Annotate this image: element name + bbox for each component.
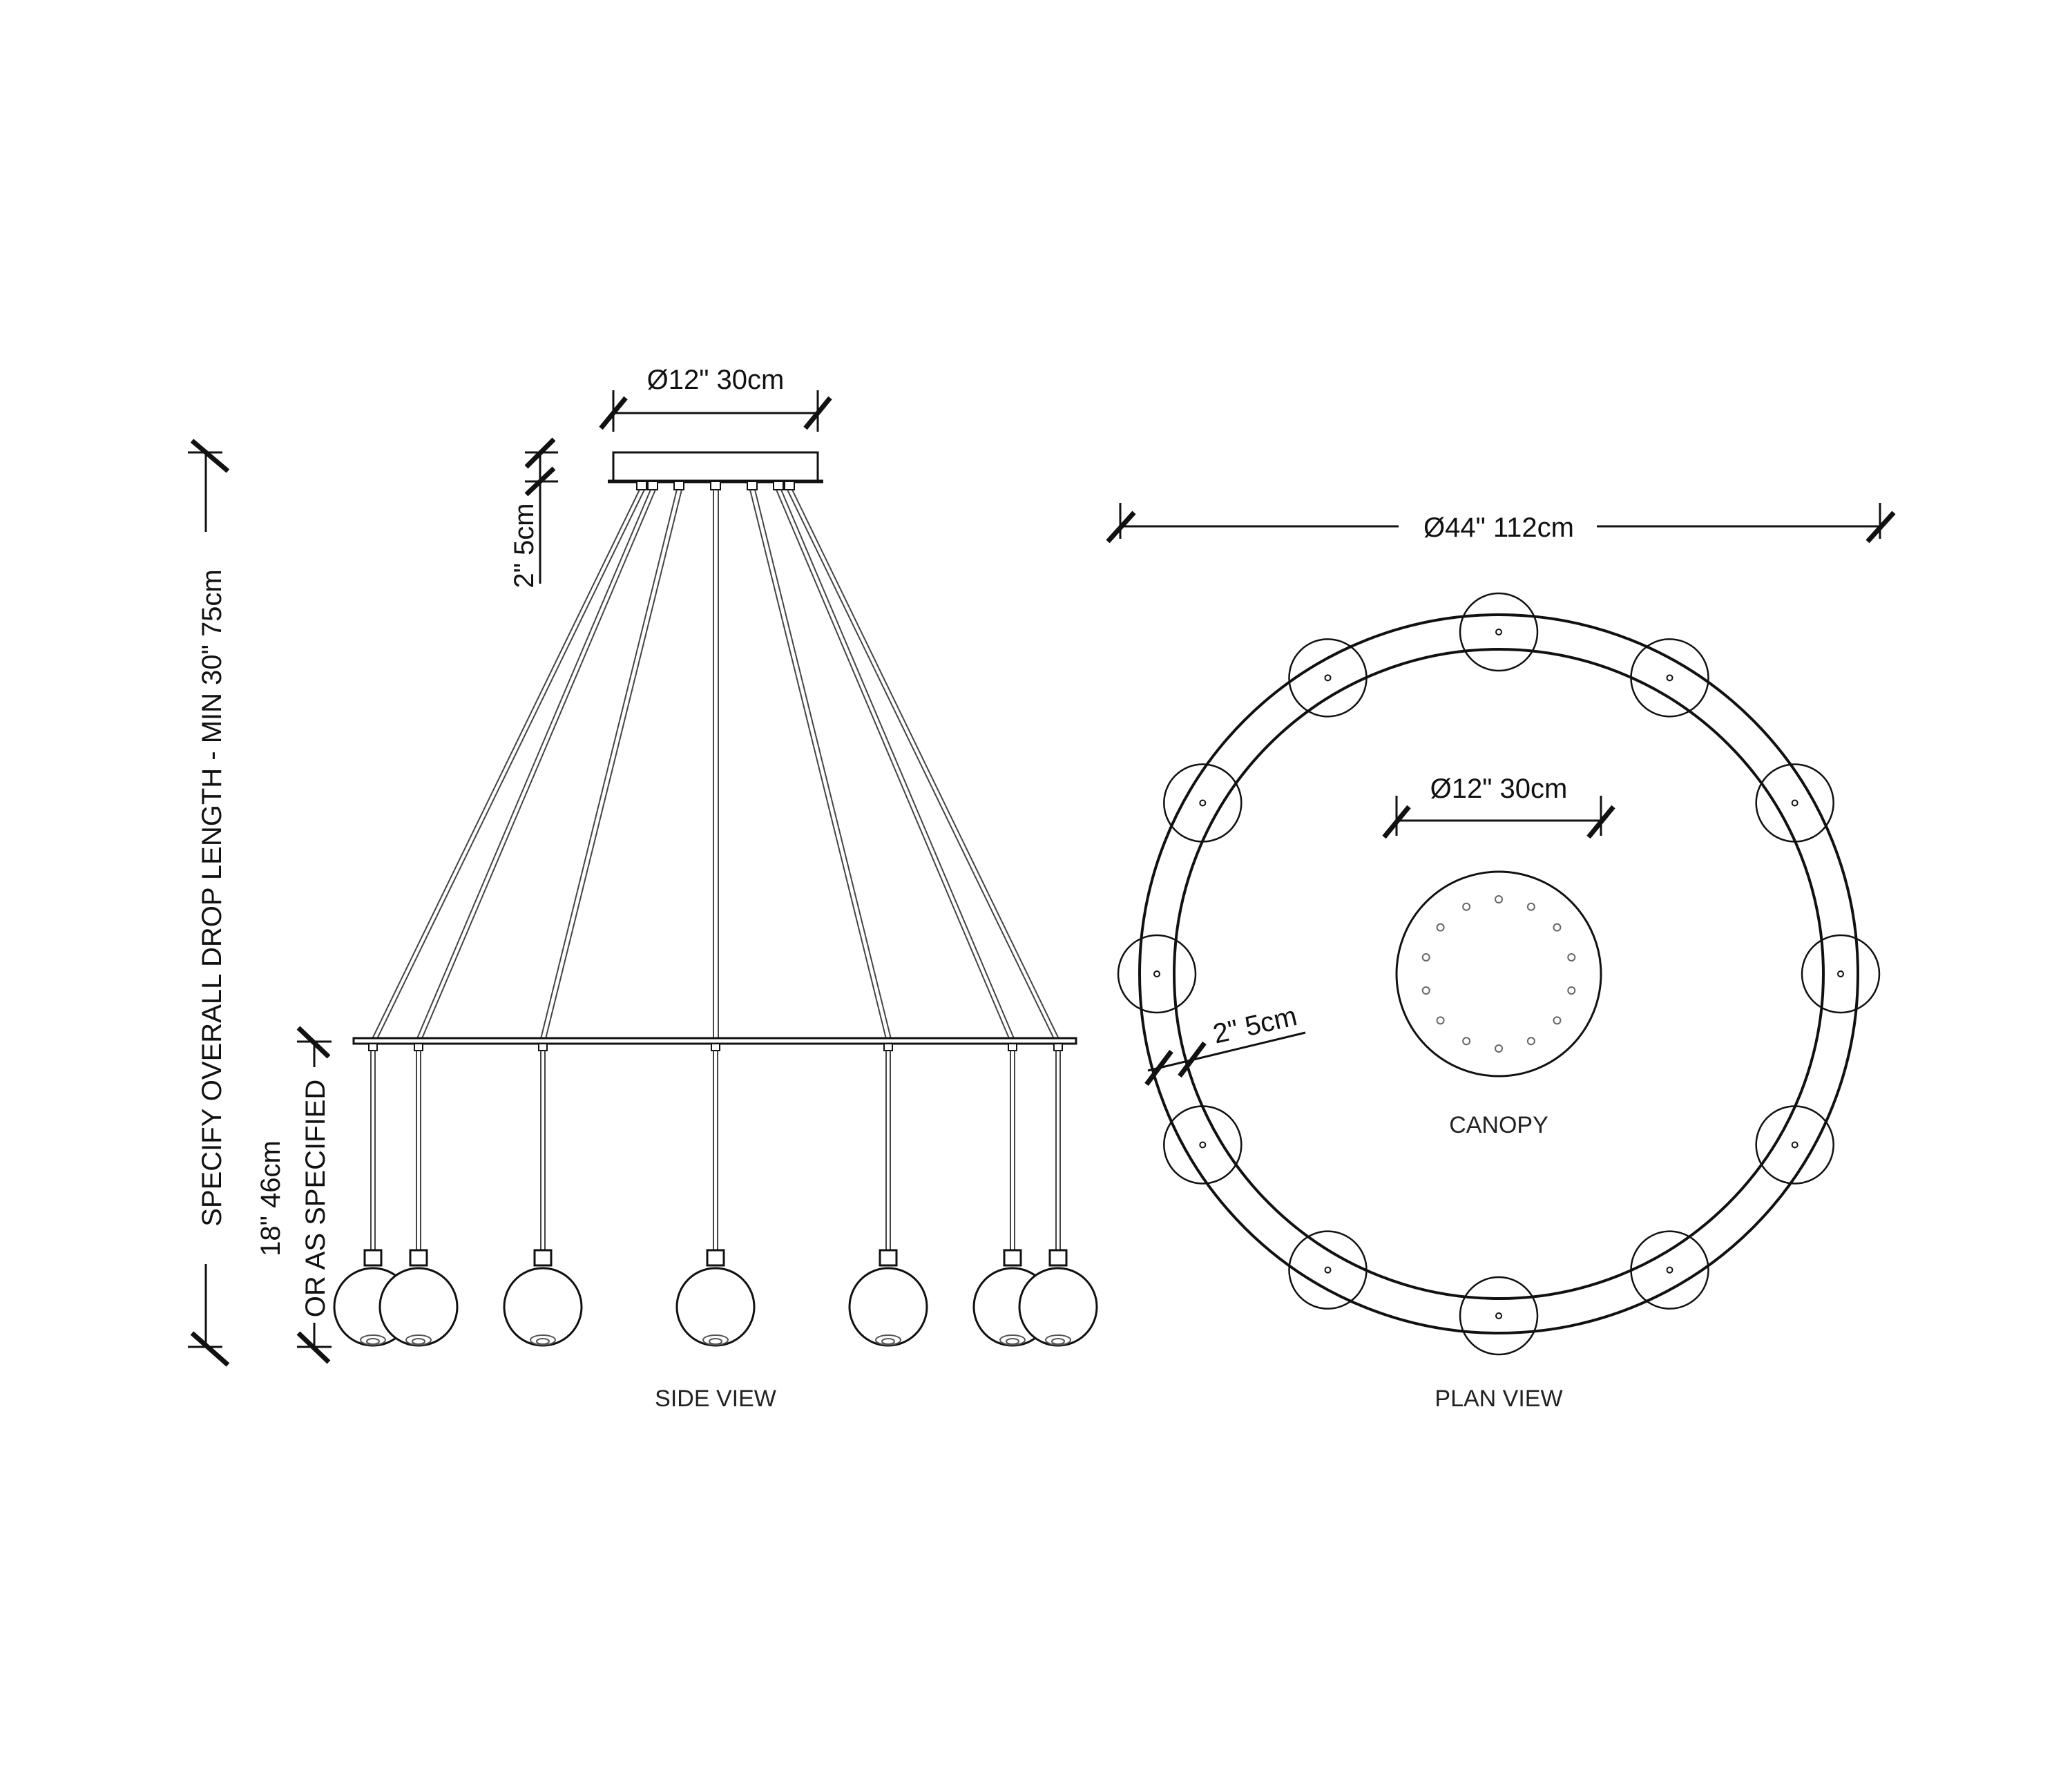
side-globe bbox=[378, 1249, 459, 1347]
pendant-drop-dim-line1: 18" 46cm bbox=[256, 1140, 286, 1256]
side-globe bbox=[675, 1249, 756, 1347]
side-globes bbox=[333, 1249, 1098, 1347]
plan-canopy bbox=[1395, 870, 1602, 1078]
canopy-hole bbox=[1567, 986, 1576, 995]
plan-globe bbox=[1163, 763, 1243, 843]
canopy-hole bbox=[1462, 902, 1471, 911]
side-globe bbox=[1018, 1249, 1098, 1347]
pendant-drop-dimension: 18" 46cm OR AS SPECIFIED bbox=[256, 1026, 332, 1364]
pendant-drop-dim-line2: OR AS SPECIFIED bbox=[300, 1080, 331, 1318]
plan-canopy-dimension: Ø12" 30cm bbox=[1382, 774, 1615, 839]
canopy-label: CANOPY bbox=[1449, 1112, 1548, 1138]
canopy-hole bbox=[1421, 952, 1430, 961]
plan-globe bbox=[1288, 1230, 1368, 1310]
plan-globes bbox=[1117, 592, 1881, 1356]
plan-globe bbox=[1630, 638, 1709, 718]
plan-globe bbox=[1117, 934, 1197, 1014]
canopy-hole bbox=[1553, 923, 1562, 932]
plan-globe bbox=[1630, 1230, 1709, 1310]
overall-drop-dimension: SPECIFY OVERALL DROP LENGTH - MIN 30" 75… bbox=[188, 439, 230, 1367]
plan-ring-outer bbox=[1138, 613, 1859, 1334]
plan-canopy-dim-label: Ø12" 30cm bbox=[1430, 774, 1568, 804]
ring-diameter-dimension: Ø44" 112cm bbox=[1106, 503, 1896, 544]
plan-globe bbox=[1755, 1105, 1834, 1185]
ring-diameter-dim-label: Ø44" 112cm bbox=[1423, 513, 1574, 543]
plan-ring-inner bbox=[1173, 648, 1825, 1300]
canopy-hole bbox=[1567, 952, 1576, 961]
ring-width-dim-label: 2" 5cm bbox=[1210, 1001, 1300, 1050]
side-view: Ø12" 30cm 2" 5cm bbox=[188, 365, 1098, 1412]
plan-globe bbox=[1459, 1276, 1539, 1356]
canopy-hole bbox=[1553, 1016, 1562, 1025]
canopy-height-dimension: 2" 5cm bbox=[509, 437, 558, 588]
plan-globe bbox=[1755, 763, 1834, 843]
canopy-height-dim-label: 2" 5cm bbox=[509, 503, 539, 588]
side-canopy bbox=[608, 451, 823, 490]
canopy-hole bbox=[1495, 1044, 1503, 1053]
plan-view-label: PLAN VIEW bbox=[1435, 1386, 1562, 1412]
side-pendant-cords bbox=[370, 1051, 1061, 1250]
canopy-hole bbox=[1436, 1016, 1445, 1025]
plan-globe bbox=[1801, 934, 1881, 1014]
plan-globe bbox=[1288, 638, 1368, 718]
overall-drop-dim-label: SPECIFY OVERALL DROP LENGTH - MIN 30" 75… bbox=[197, 569, 227, 1227]
ring-width-dimension: 2" 5cm bbox=[1144, 1001, 1306, 1086]
canopy-hole bbox=[1526, 1037, 1535, 1046]
side-globe bbox=[503, 1249, 583, 1347]
side-ring-bar bbox=[352, 1037, 1077, 1051]
canopy-hole bbox=[1526, 902, 1535, 911]
canopy-hole bbox=[1462, 1037, 1471, 1046]
canopy-width-dimension: Ø12" 30cm bbox=[599, 365, 832, 432]
canopy-hole bbox=[1436, 923, 1445, 932]
side-canopy-dim-label: Ø12" 30cm bbox=[647, 365, 785, 395]
side-view-label: SIDE VIEW bbox=[655, 1386, 776, 1412]
canopy-hole bbox=[1495, 895, 1503, 903]
canopy-hole bbox=[1421, 986, 1430, 995]
side-cables bbox=[370, 489, 1061, 1042]
plan-view: Ø44" 112cm Ø12" 30cm 2" 5cm CANOPY PLAN … bbox=[1106, 503, 1896, 1412]
side-globe bbox=[848, 1249, 928, 1347]
plan-globe bbox=[1163, 1105, 1243, 1185]
plan-canopy-holes bbox=[1421, 895, 1576, 1053]
plan-globe bbox=[1459, 592, 1539, 672]
